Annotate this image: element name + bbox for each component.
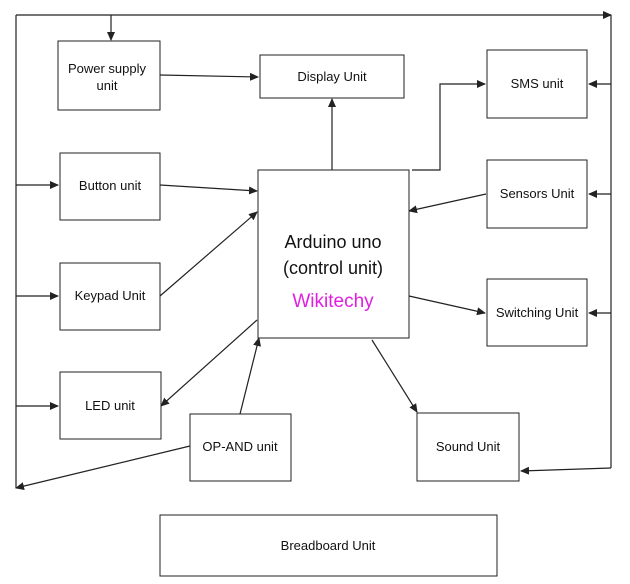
breadboard-unit: Breadboard Unit [159,514,498,577]
sound-unit: Sound Unit [416,412,520,482]
power-supply-label-line1: Power supply [68,61,147,76]
led-unit-label: LED unit [85,398,135,413]
arduino-to-sound-line [371,339,418,413]
display-unit: Display Unit [259,54,405,99]
opand-unit-label: OP-AND unit [202,439,278,454]
arduino-label-line1: Arduino uno [284,232,381,252]
sensors-unit-label: Sensors Unit [500,186,575,201]
keypad-to-arduino-line [159,211,258,297]
sensors-to-arduino-line [408,193,487,214]
breadboard-unit-label: Breadboard Unit [281,538,376,553]
keypad-unit-label: Keypad Unit [75,288,146,303]
button-unit-label: Button unit [79,178,142,193]
power-supply-unit: Power supply unit [57,40,161,111]
switching-unit: Switching Unit [486,278,588,347]
arduino-to-led-line [160,319,258,407]
sound-feed-line [520,466,612,475]
power-supply-label-line2: unit [97,78,118,93]
sound-unit-label: Sound Unit [436,439,501,454]
power-to-display-line [159,72,259,81]
switching-unit-label: Switching Unit [496,305,579,320]
opand-to-bus-line [15,445,191,491]
wikitechy-watermark: Wikitechy [292,291,374,312]
sensors-unit: Sensors Unit [486,159,588,229]
button-to-arduino-line [159,184,258,195]
sms-unit: SMS unit [486,49,588,119]
arduino-label-line2: (control unit) [283,258,383,278]
display-unit-label: Display Unit [297,69,367,84]
button-unit: Button unit [59,152,161,221]
arduino-to-sms-line [412,80,486,171]
opand-to-arduino-line [239,337,261,415]
opand-unit: OP-AND unit [189,413,292,482]
arduino-to-switching-line [408,295,486,316]
wires [15,11,612,491]
sms-unit-label: SMS unit [511,76,564,91]
keypad-unit: Keypad Unit [59,262,161,331]
arduino-control-unit: Arduino uno (control unit) Wikitechy [257,169,410,339]
led-unit: LED unit [59,371,162,440]
